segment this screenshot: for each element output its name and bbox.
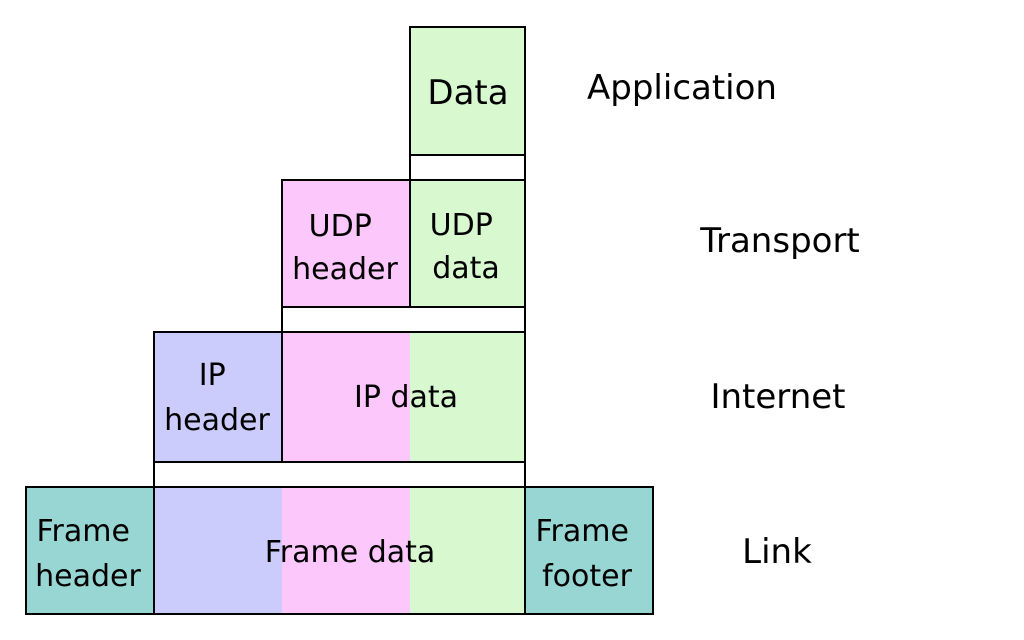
frame-header-line-1: Frame xyxy=(36,514,129,549)
frame-header-line-2: header xyxy=(35,559,141,594)
ip-header-line-1: IP xyxy=(199,358,226,393)
connector-internet-link xyxy=(153,461,526,488)
internet-row: IP header IP data xyxy=(153,331,526,463)
layer-label-internet: Internet xyxy=(710,377,845,417)
layer-label-link: Link xyxy=(742,532,812,572)
transport-row: UDP header UDP data xyxy=(281,179,526,308)
frame-data-data-segment xyxy=(410,487,525,614)
frame-header-label: Frame header xyxy=(35,514,141,594)
frame-data-udp-segment xyxy=(282,487,410,614)
frame-data-label: Frame data xyxy=(265,535,436,570)
frame-footer-line-1: Frame xyxy=(535,514,628,549)
layer-label-transport: Transport xyxy=(699,221,860,261)
ip-data-udp-segment xyxy=(282,332,410,462)
udp-header-line-2: header xyxy=(292,252,398,287)
application-row: Data xyxy=(409,26,526,156)
connector-application-transport xyxy=(409,154,526,181)
ip-data-label: IP data xyxy=(354,380,458,415)
data-block xyxy=(409,26,526,156)
frame-footer-block xyxy=(524,486,654,615)
udp-data-label: UDP data xyxy=(430,208,503,286)
data-block-label: Data xyxy=(427,73,508,113)
frame-footer-line-2: footer xyxy=(542,559,632,594)
layer-label-application: Application xyxy=(587,68,777,108)
frame-header-block xyxy=(25,486,155,615)
ip-data-data-segment xyxy=(410,332,525,462)
udp-data-line-2: data xyxy=(432,251,500,286)
frame-footer-label: Frame footer xyxy=(535,514,638,594)
ip-header-label: IP header xyxy=(164,358,270,438)
ip-header-line-2: header xyxy=(164,403,270,438)
ip-header-block xyxy=(153,331,283,463)
udp-data-line-1: UDP xyxy=(430,208,493,243)
connector-transport-internet xyxy=(281,306,526,333)
udp-header-line-1: UDP xyxy=(309,209,372,244)
udp-header-block xyxy=(281,179,411,308)
udp-data-block xyxy=(409,179,526,308)
link-row: Frame header Frame data Frame footer xyxy=(25,486,654,615)
udp-header-label: UDP header xyxy=(292,209,398,287)
frame-data-ip-segment xyxy=(154,487,282,614)
